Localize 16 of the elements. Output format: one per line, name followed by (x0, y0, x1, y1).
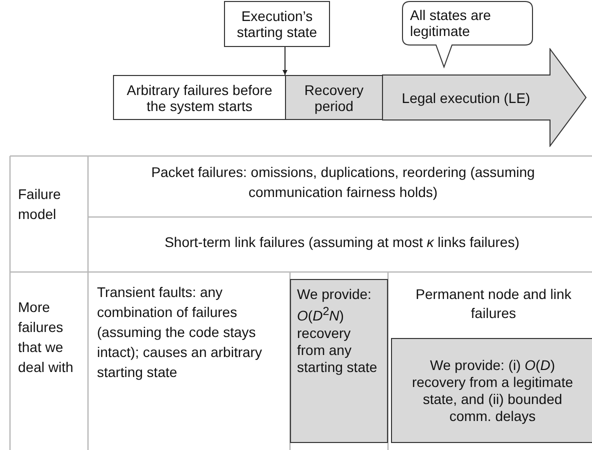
failure-description: Short-term link failures (assuming at most κ links failures) (164, 234, 520, 250)
contribution-box: We provide: O(D$^{2}$N) recovery from any starting state (290, 279, 388, 443)
failure-description: Packet failures: omissions, duplications, reordering (assuming communication fairness holds) (150, 163, 536, 202)
row-header: More failures that we deal with (18, 298, 74, 377)
timeline-segment (382, 48, 588, 147)
timeline-segment: Recovery period (285, 75, 383, 120)
failure-description: Permanent node and link failures (414, 285, 572, 323)
speech-bubble (402, 1, 533, 69)
failure-description: Transient faults: any combination of failures (assuming the code stays intact); causes an arbitrary starting state (97, 283, 263, 382)
callout-box: Execution’s starting state (224, 1, 330, 47)
callout-text: All states are legitimate (409, 6, 492, 41)
contribution-box: We provide: (i) O(D) recovery from a legitimate state, and (ii) bounded comm. delays (391, 338, 592, 443)
timeline-segment: Arbitrary failures before the system starts (113, 75, 286, 120)
row-header: Failure model (18, 185, 62, 224)
segment-label: Legal execution (LE) (400, 88, 532, 108)
arrow (282, 46, 288, 76)
